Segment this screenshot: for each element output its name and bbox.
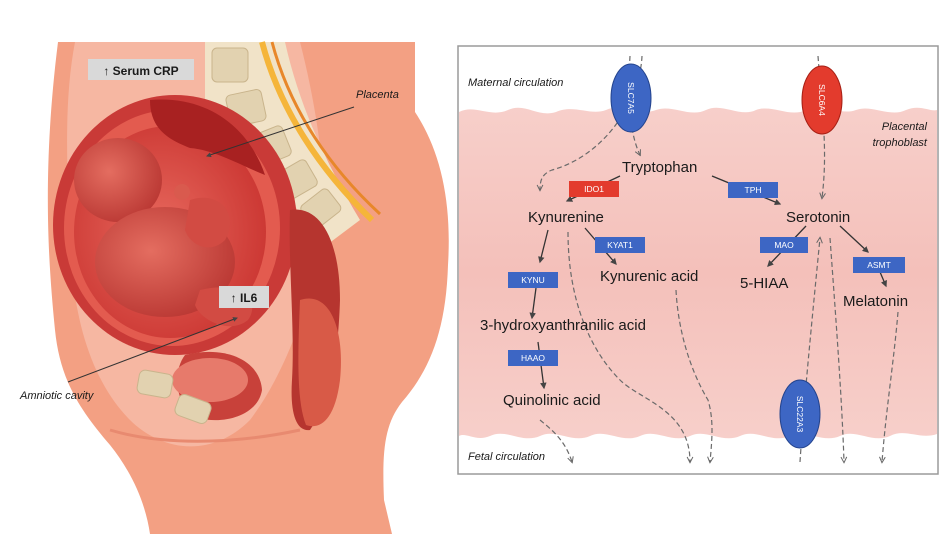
placenta-pointer bbox=[206, 106, 355, 158]
serum-crp-label: ↑ Serum CRP bbox=[88, 59, 194, 80]
svg-text:↑ Serum CRP: ↑ Serum CRP bbox=[103, 64, 178, 78]
transporter-slc7a5: SLC7A5 bbox=[610, 63, 652, 133]
tryptophan-label: Tryptophan bbox=[622, 159, 697, 176]
placenta-label: Placenta bbox=[356, 89, 399, 101]
svg-text:TPH: TPH bbox=[745, 185, 762, 195]
kynurenic-acid-label: Kynurenic acid bbox=[600, 268, 698, 285]
placental-trophoblast-label-line1: Placental bbox=[882, 121, 928, 133]
melatonin-label: Melatonin bbox=[843, 293, 908, 310]
svg-text:SLC7A5: SLC7A5 bbox=[626, 82, 636, 114]
svg-text:ASMT: ASMT bbox=[867, 260, 891, 270]
kynurenine-label: Kynurenine bbox=[528, 209, 604, 226]
fetus bbox=[74, 138, 253, 327]
enzyme-tph: TPH bbox=[728, 182, 778, 198]
svg-text:SLC6A4: SLC6A4 bbox=[817, 84, 827, 116]
amniotic-cavity-label: Amniotic cavity bbox=[19, 390, 95, 402]
5-hiaa-label: 5-HIAA bbox=[740, 275, 788, 292]
serotonin-label: Serotonin bbox=[786, 209, 850, 226]
svg-text:KYAT1: KYAT1 bbox=[607, 240, 633, 250]
fetal-circulation-label: Fetal circulation bbox=[468, 451, 545, 463]
quinolinic-acid-label: Quinolinic acid bbox=[503, 392, 601, 409]
amniotic-pointer bbox=[67, 317, 238, 383]
enzyme-mao: MAO bbox=[760, 237, 808, 253]
enzyme-kyat1: KYAT1 bbox=[595, 237, 645, 253]
placenta bbox=[150, 99, 265, 175]
svg-text:SLC22A3: SLC22A3 bbox=[795, 396, 805, 433]
transporter-slc6a4: SLC6A4 bbox=[801, 65, 843, 135]
enzyme-kynu: KYNU bbox=[508, 272, 558, 288]
svg-text:MAO: MAO bbox=[774, 240, 794, 250]
enzyme-ido1: IDO1 bbox=[569, 181, 619, 197]
il6-label: ↑ IL6 bbox=[219, 286, 269, 308]
svg-text:HAAO: HAAO bbox=[521, 353, 545, 363]
enzyme-haao: HAAO bbox=[508, 350, 558, 366]
placental-trophoblast-label-line2: trophoblast bbox=[873, 137, 928, 149]
pathway-panel: SLC7A5 SLC6A4 SLC22A3 IDO1 TPH KYAT1 MAO bbox=[457, 45, 939, 475]
3-hydroxyanthranilic-acid-label: 3-hydroxyanthranilic acid bbox=[480, 317, 646, 334]
svg-text:KYNU: KYNU bbox=[521, 275, 545, 285]
enzyme-asmt: ASMT bbox=[853, 257, 905, 273]
transporter-slc22a3: SLC22A3 bbox=[779, 379, 821, 449]
maternal-circulation-label: Maternal circulation bbox=[468, 77, 563, 89]
svg-text:↑ IL6: ↑ IL6 bbox=[231, 291, 258, 305]
svg-text:IDO1: IDO1 bbox=[584, 184, 604, 194]
